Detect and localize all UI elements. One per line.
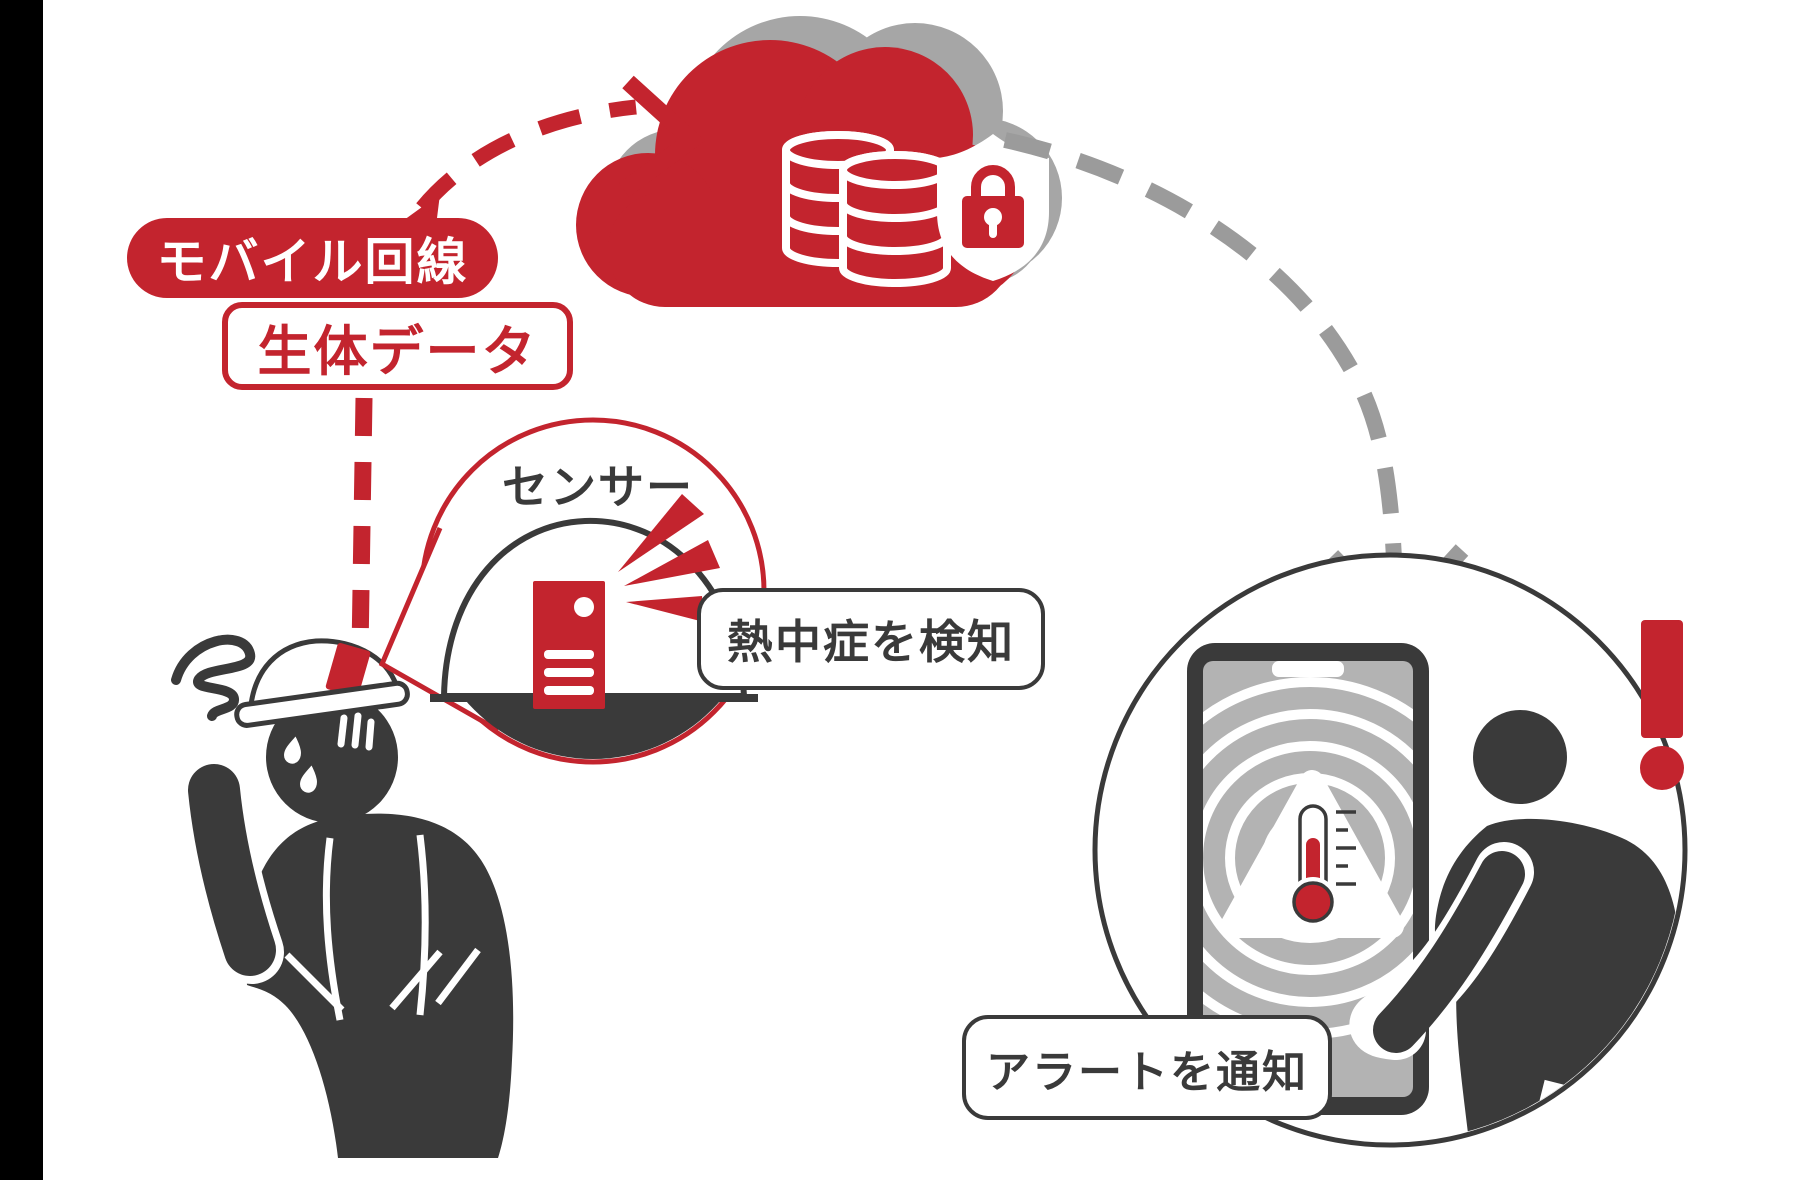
- helmet-icon: [234, 638, 410, 728]
- alert-notify-label: アラートを通知: [986, 1047, 1308, 1097]
- mobile-line-label: モバイル回線: [156, 234, 469, 290]
- thermometer-ticks: [1336, 810, 1356, 886]
- vest-lines: [284, 834, 481, 1021]
- biometric-data-badge: 生体データ: [222, 302, 573, 390]
- supervisor-body: [1434, 818, 1680, 1142]
- phone-notch: [1272, 661, 1344, 677]
- database-icon: [782, 131, 951, 287]
- shield-lock-icon: [937, 134, 1049, 281]
- sensor-label: センサー: [502, 461, 694, 513]
- worker-arm: [188, 764, 276, 976]
- supervisor-head: [1473, 710, 1567, 804]
- worker-body: [245, 813, 514, 1158]
- detect-heatstroke-badge: 熱中症を検知: [697, 588, 1045, 690]
- biometric-dashed-line: [351, 397, 373, 653]
- face-marks: [337, 712, 375, 751]
- smartphone-icon: [1187, 643, 1429, 1115]
- dizzy-swirl-icon: [171, 634, 255, 721]
- arrowhead-right: [618, 75, 706, 197]
- exclamation-icon: [1640, 620, 1684, 790]
- sensor-caption: センサー: [498, 458, 698, 513]
- supervisor-arm: [1373, 851, 1525, 1053]
- left-black-bar: [0, 0, 43, 1180]
- worker-figure: [171, 634, 514, 1158]
- sweat-drops-icon: [279, 729, 321, 797]
- helmet-sensor: [325, 642, 371, 698]
- alert-notify-badge: アラートを通知: [962, 1015, 1332, 1120]
- mobile-line-badge: モバイル回線: [127, 218, 498, 298]
- thermometer-icon: [1288, 804, 1356, 927]
- alert-triangle-icon: [1220, 770, 1404, 938]
- detect-heatstroke-label: 熱中症を検知: [727, 616, 1015, 668]
- signal-rays-icon: [618, 494, 720, 622]
- cloud-icon: [576, 16, 1062, 307]
- sensor-device-icon: [533, 581, 605, 709]
- biometric-data-label: 生体データ: [257, 321, 538, 382]
